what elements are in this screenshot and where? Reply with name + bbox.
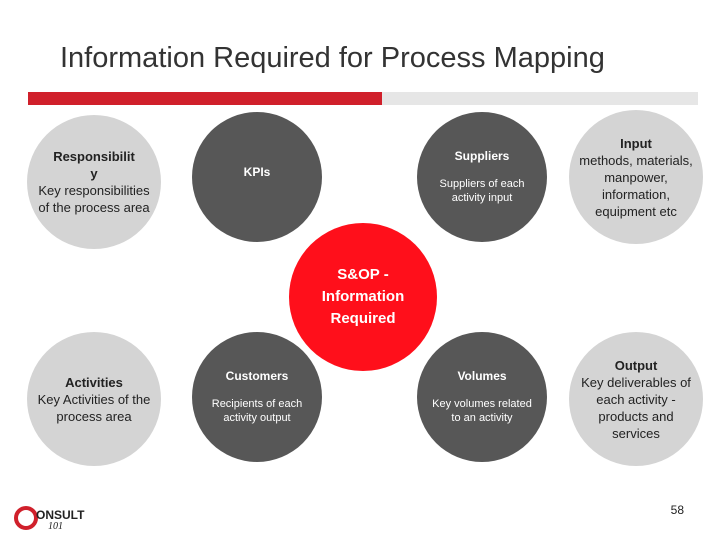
volumes-circle: Volumes Key volumes related to an activi… — [417, 332, 547, 462]
activities-circle: Activities Key Activities of the process… — [27, 332, 161, 466]
logo-ring-icon — [14, 506, 38, 530]
volumes-description: Key volumes related to an activity — [432, 398, 532, 424]
responsibility-title-line1: Responsibilit — [53, 149, 135, 164]
consult-logo: ONSULT 101 — [14, 500, 84, 536]
center-line-2: Information — [321, 288, 405, 305]
slide-title: Information Required for Process Mapping — [60, 42, 605, 74]
customers-circle: Customers Recipients of each activity ou… — [192, 332, 322, 462]
suppliers-description: Suppliers of each activity input — [439, 178, 525, 204]
suppliers-title: Suppliers — [454, 149, 510, 163]
suppliers-circle: Suppliers Suppliers of each activity inp… — [417, 112, 547, 242]
input-title: Input — [620, 135, 652, 151]
kpis-circle: KPIs — [192, 112, 322, 242]
responsibility-description: Key responsibilities of the process area — [38, 183, 150, 215]
input-description: methods, materials, manpower, informatio… — [579, 152, 693, 219]
customers-title: Customers — [225, 369, 289, 383]
activities-description: Key Activities of the process area — [37, 391, 151, 424]
logo-subtext: 101 — [48, 521, 63, 532]
output-description: Key deliverables of each activity - prod… — [581, 374, 691, 441]
center-line-1: S&OP - — [337, 266, 389, 283]
title-underline-red — [28, 92, 382, 105]
output-title: Output — [614, 357, 658, 373]
responsibility-circle: Responsibilit y Key responsibilities of … — [27, 115, 161, 249]
responsibility-title-line2: y — [90, 166, 98, 181]
output-circle: Output Key deliverables of each activity… — [569, 332, 703, 466]
activities-title: Activities — [65, 374, 123, 390]
customers-description: Recipients of each activity output — [211, 398, 303, 424]
title-underline-gray — [382, 92, 698, 105]
volumes-title: Volumes — [457, 369, 507, 383]
input-circle: Input methods, materials, manpower, info… — [569, 110, 703, 244]
page-number: 58 — [670, 503, 684, 517]
center-line-3: Required — [330, 310, 396, 327]
sop-center-circle: S&OP - Information Required — [289, 223, 437, 371]
logo-text: ONSULT — [36, 508, 85, 522]
kpis-title: KPIs — [243, 165, 271, 179]
